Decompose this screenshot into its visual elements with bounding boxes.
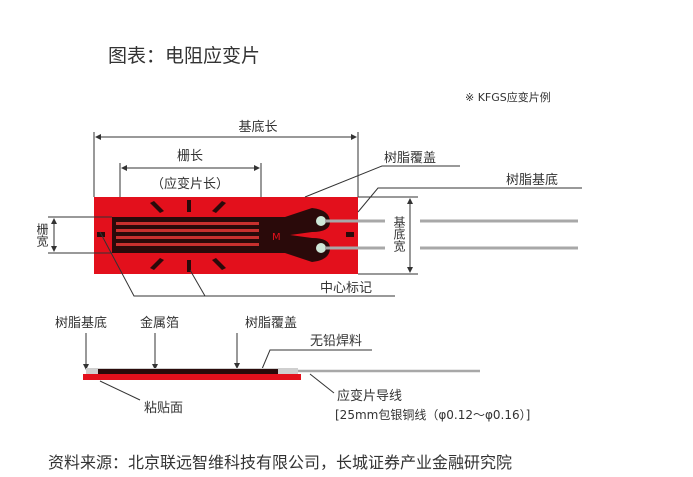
lead-wire-label: 应变片导线 [337,388,402,404]
resin-base-label: 树脂基底 [506,172,558,188]
side-callouts [83,333,372,401]
solder-label: 无铅焊料 [310,333,362,349]
foil-grid: M [112,208,330,262]
side-layers [83,368,480,380]
base-width-dimension [358,196,418,275]
side-resin-cover-label: 树脂覆盖 [245,316,297,331]
figure-title: 图表：电阻应变片 [108,45,260,67]
base-width-label: 基底宽 [392,216,406,253]
side-resin-base-label: 树脂基底 [55,315,107,331]
resin-cover-label: 树脂覆盖 [384,151,436,166]
grid-length-label: 栅长 [177,149,203,164]
bonding-surface-label: 粘贴面 [144,401,183,416]
source-note: 资料来源：北京联远智维科技有限公司，长城证券产业金融研究院 [48,453,512,472]
base-length-dimension [93,132,359,197]
grid-width-label: 栅宽 [35,222,49,248]
lead-wire-spec: [25mm包银铜线（φ0.12～φ0.16）] [335,407,530,422]
grid-width-dimension [48,216,112,254]
metal-foil-label: 金属箔 [140,315,179,331]
grid-mark: M [272,232,281,243]
lead-wires-top [325,219,578,250]
example-note: ※ KFGS应变片例 [465,90,551,104]
callout-lines [99,165,582,297]
grid-length-sublabel: （应变片长） [151,176,229,192]
center-marks [97,200,354,272]
center-mark-label: 中心标记 [320,281,372,296]
base-length-label: 基底长 [238,119,277,135]
